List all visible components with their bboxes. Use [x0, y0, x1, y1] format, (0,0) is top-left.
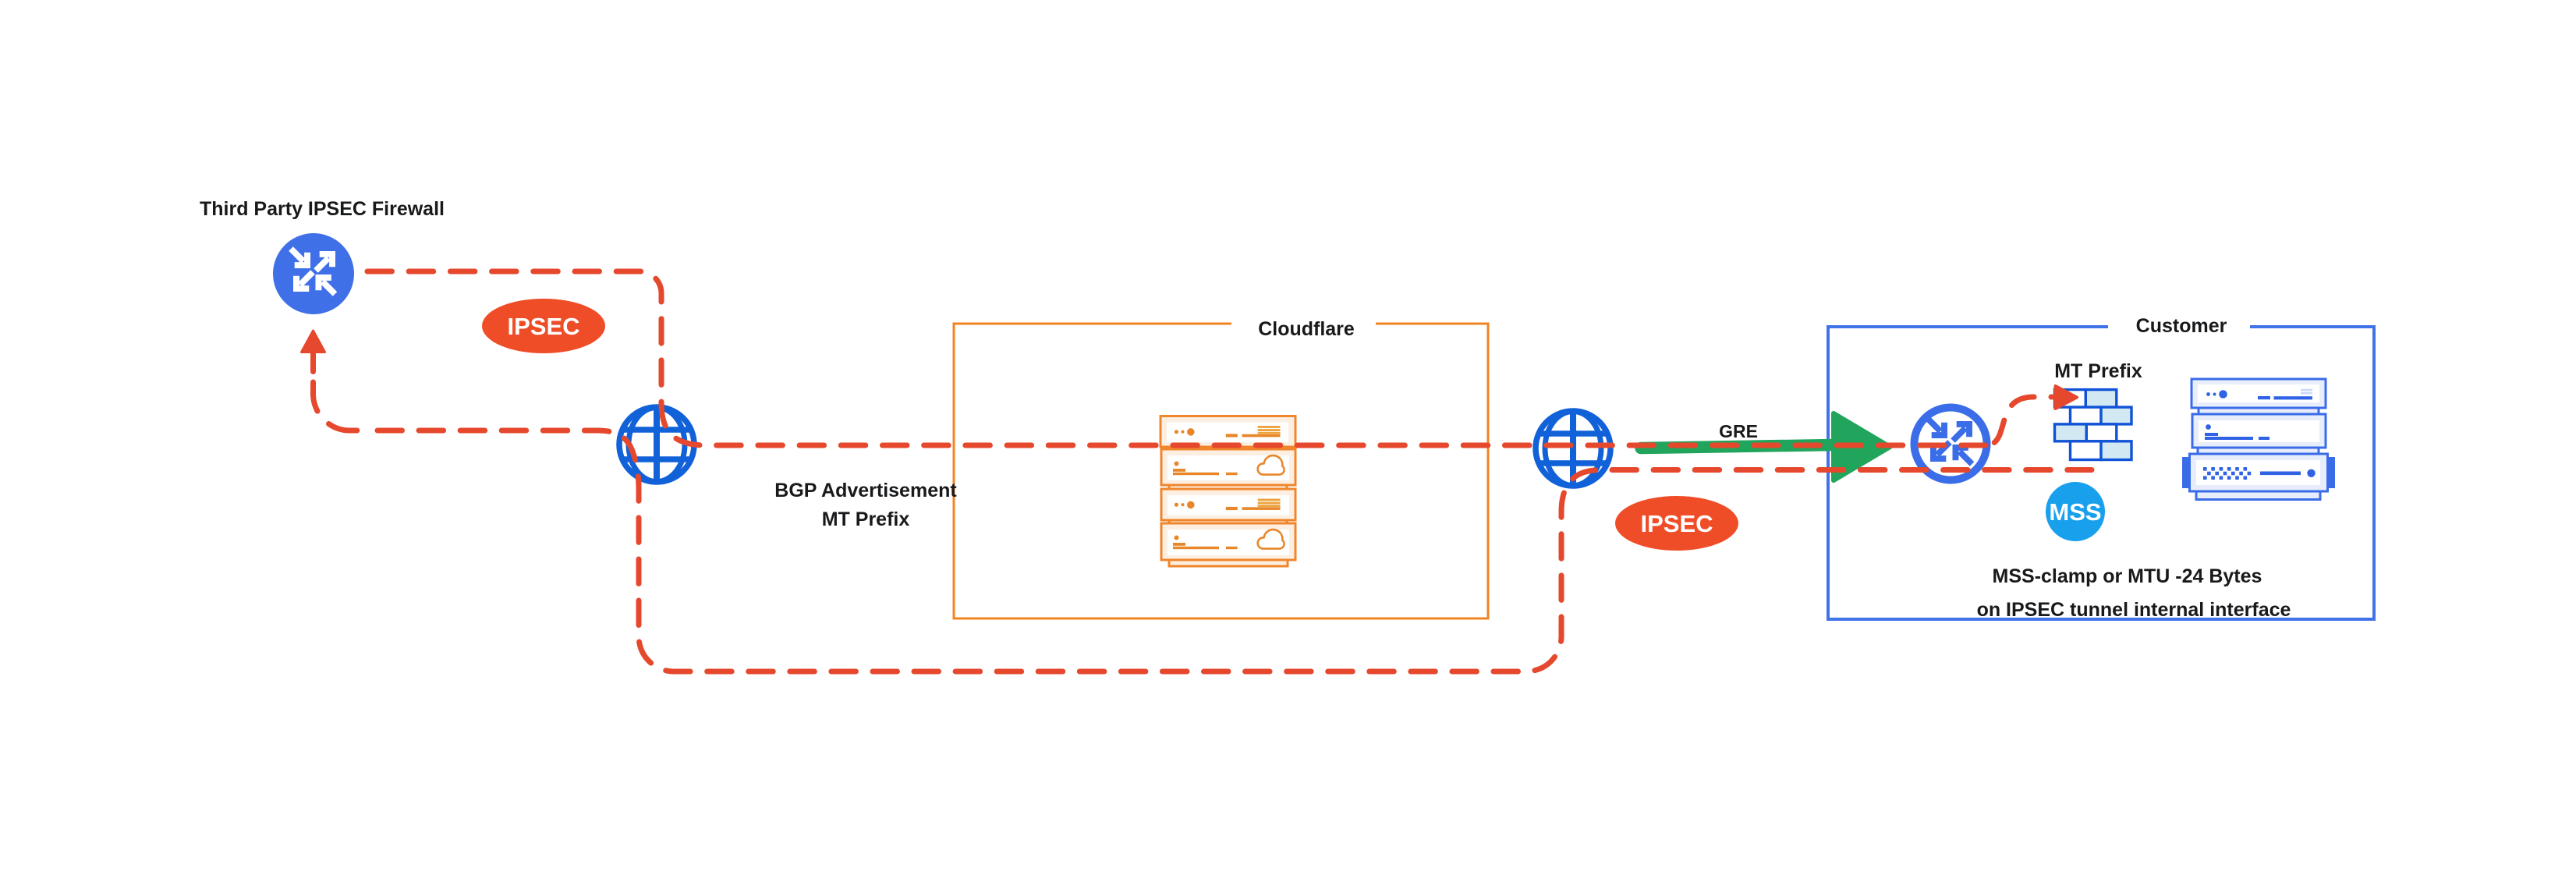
svg-text:Customer: Customer	[2136, 315, 2227, 337]
svg-text:IPSEC: IPSEC	[507, 313, 579, 340]
svg-text:BGP Advertisement: BGP Advertisement	[774, 480, 957, 501]
svg-text:Third Party IPSEC Firewall: Third Party IPSEC Firewall	[200, 198, 445, 220]
svg-text:MSS-clamp or MTU -24 Bytes: MSS-clamp or MTU -24 Bytes	[1993, 565, 2262, 587]
svg-text:MT Prefix: MT Prefix	[2054, 360, 2142, 382]
svg-text:MSS: MSS	[2049, 498, 2101, 526]
svg-text:on IPSEC tunnel internal inter: on IPSEC tunnel internal interface	[1977, 599, 2291, 621]
svg-text:Cloudflare: Cloudflare	[1258, 318, 1355, 340]
svg-text:IPSEC: IPSEC	[1640, 510, 1713, 537]
svg-text:GRE: GRE	[1719, 421, 1758, 441]
svg-text:MT Prefix: MT Prefix	[822, 508, 910, 530]
